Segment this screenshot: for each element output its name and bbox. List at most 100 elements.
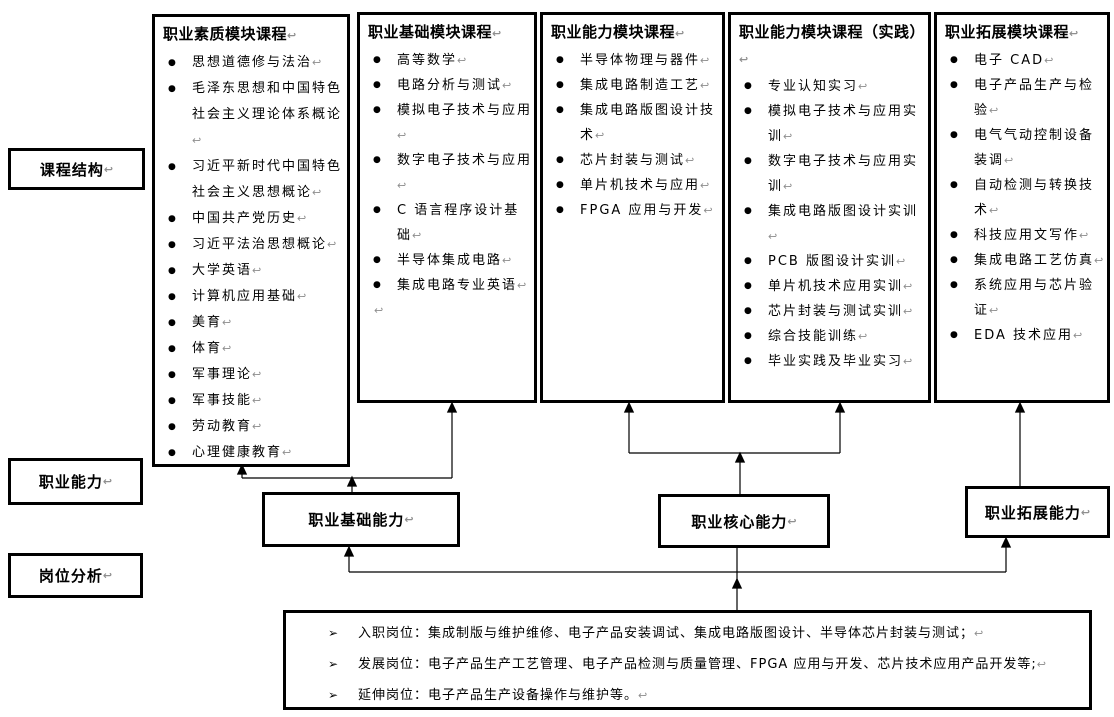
bullet-icon: ● (556, 105, 564, 115)
course-item: ●习近平法治思想概论↩ (155, 232, 347, 258)
course-item-label: 芯片封装与测试↩ (580, 153, 695, 168)
course-item-label: 大学英语↩ (192, 263, 262, 278)
side-label-text: 课程结构 (39, 160, 104, 179)
course-item: ● 美育↩ (155, 310, 347, 336)
return-mark: ↩ (397, 179, 407, 192)
bullet-icon: ● (168, 84, 176, 94)
course-item: ●数字电子技术与应用实训↩ (731, 149, 928, 199)
course-item-label: C 语言程序设计基础↩ (397, 203, 520, 243)
course-item: ●电子 CAD↩ (937, 48, 1107, 73)
course-item: ●单片机技术应用实训↩ (731, 274, 928, 299)
bullet-icon: ● (950, 255, 958, 265)
module-title: 职业能力模块课程↩ (551, 23, 685, 41)
course-item-label: 集成电路专业英语↩ (397, 278, 527, 293)
course-item-label: 劳动教育↩ (192, 419, 262, 434)
return-mark: ↩ (989, 304, 999, 317)
bullet-icon: ● (950, 280, 958, 290)
module-box-ability-practice: 职业能力模块课程（实践）↩ ●专业认知实习↩●模拟电子技术与应用实训↩●数字电子… (728, 12, 931, 403)
return-mark: ↩ (974, 627, 984, 640)
bullet-icon: ● (950, 180, 958, 190)
course-item: ● C 语言程序设计基础↩ (360, 198, 534, 248)
course-item: ●EDA 技术应用↩ (937, 323, 1107, 348)
course-item-label: 习近平法治思想概论↩ (192, 237, 337, 252)
bullet-icon: ● (373, 255, 381, 265)
arrow-group-extension-ability (1014, 401, 1026, 486)
course-item: ●体育↩ (155, 336, 347, 362)
bullet-icon: ● (373, 55, 381, 65)
arrow-group-core-ability (623, 401, 846, 494)
bullet-icon: ● (373, 205, 381, 215)
course-item: ●军事技能↩ (155, 388, 347, 414)
return-mark: ↩ (903, 280, 913, 293)
course-item: ●思想道德修与法治↩ (155, 50, 347, 76)
position-line-text: 延伸岗位：电子产品生产设备操作与维护等。↩ (358, 688, 648, 703)
return-mark: ↩ (700, 179, 710, 192)
return-mark: ↩ (502, 79, 512, 92)
positions-box: ➢ 入职岗位：集成制版与维护维修、电子产品安装调试、集成电路版图设计、半导体芯片封… (283, 610, 1092, 710)
bullet-icon: ● (373, 280, 381, 290)
return-mark: ↩ (1036, 658, 1047, 671)
course-item-label: 半导体集成电路↩ (397, 253, 512, 268)
bullet-icon: ● (168, 318, 176, 328)
bullet-icon: ● (744, 306, 752, 316)
return-mark: ↩ (638, 689, 648, 702)
course-item-label: 军事技能↩ (192, 393, 262, 408)
arrow-bullet-icon: ➢ (328, 688, 339, 702)
return-mark: ↩ (517, 279, 527, 292)
course-item-label: 习近平新时代中国特色社会主义思想概论↩ (192, 159, 343, 200)
course-item-label: 电子 CAD↩ (974, 53, 1054, 68)
arrow-bullet-icon: ➢ (328, 657, 339, 671)
bullet-icon: ● (168, 292, 176, 302)
arrow-bullet-icon: ➢ (328, 626, 339, 640)
return-mark: ↩ (492, 27, 502, 40)
course-item-label: PCB 版图设计实训↩ (768, 254, 906, 269)
course-item: ●军事理论↩ (155, 362, 347, 388)
ability-box-basic: 职业基础能力↩ (262, 492, 460, 547)
return-mark: ↩ (858, 80, 868, 93)
return-mark: ↩ (374, 304, 384, 317)
bullet-icon: ● (168, 266, 176, 276)
bullet-icon: ● (168, 344, 176, 354)
course-item: ●数字电子技术与应用↩ (360, 148, 534, 198)
course-item-label: 美育↩ (192, 315, 232, 330)
course-item: ●计算机应用基础↩ (155, 284, 347, 310)
bullet-icon: ● (373, 155, 381, 165)
course-item-label: 模拟电子技术与应用实训↩ (768, 104, 919, 144)
course-item: ●模拟电子技术与应用↩ (360, 98, 534, 148)
position-line: ➢ 延伸岗位：电子产品生产设备操作与维护等。↩ (286, 680, 1089, 711)
return-mark: ↩ (457, 54, 467, 67)
return-mark: ↩ (700, 54, 710, 67)
bullet-icon: ● (168, 214, 176, 224)
course-item: ●集成电路制造工艺↩ (543, 73, 722, 98)
course-item-label: 数字电子技术与应用实训↩ (768, 154, 919, 194)
course-item-label: 集成电路版图设计技术↩ (580, 103, 716, 143)
bullet-icon: ● (744, 206, 752, 216)
module-course-list: ●思想道德修与法治↩●毛泽东思想和中国特色社会主义理论体系概论↩●习近平新时代中… (155, 49, 347, 466)
course-item-label: 科技应用文写作↩ (974, 228, 1089, 243)
course-item: ●电气气动控制设备装调↩ (937, 123, 1107, 173)
course-item-label: 半导体物理与器件↩ (580, 53, 710, 68)
return-mark: ↩ (989, 104, 999, 117)
course-item: ●心理健康教育↩ (155, 440, 347, 466)
bullet-icon: ● (168, 422, 176, 432)
position-line-text: 入职岗位：集成制版与维护维修、电子产品安装调试、集成电路版图设计、半导体芯片封装… (358, 626, 984, 641)
return-mark: ↩ (903, 305, 913, 318)
return-mark: ↩ (895, 255, 906, 268)
course-item: ●习近平新时代中国特色社会主义思想概论↩ (155, 154, 347, 206)
return-mark: ↩ (312, 186, 322, 199)
course-item: ● 芯片封装与测试↩ (543, 148, 722, 173)
course-item-label: 单片机技术应用实训↩ (768, 279, 913, 294)
bullet-icon: ● (556, 155, 564, 165)
return-mark: ↩ (1080, 505, 1091, 519)
side-label-text: 职业能力 (38, 473, 103, 491)
course-item-label: 中国共产党历史↩ (192, 211, 307, 226)
bullet-icon: ● (744, 81, 752, 91)
return-mark: ↩ (1044, 54, 1054, 67)
course-item-label: 综合技能训练↩ (768, 329, 868, 344)
return-mark: ↩ (739, 53, 749, 66)
course-item: ● 大学英语↩ (155, 258, 347, 284)
module-box-quality: 职业素质模块课程↩ ●思想道德修与法治↩●毛泽东思想和中国特色社会主义理论体系概… (152, 14, 350, 467)
course-item: ● 中国共产党历史↩ (155, 206, 347, 232)
return-mark: ↩ (282, 446, 292, 459)
